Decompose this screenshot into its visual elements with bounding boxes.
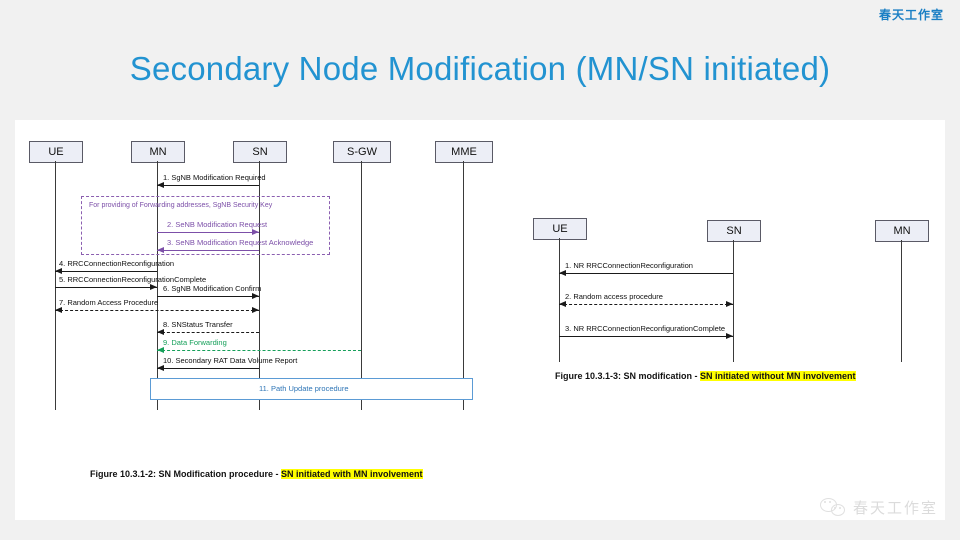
message-line-9 [157,350,361,351]
content-panel: UE MN SN S-GW MME 1. SgNB Modification R… [15,120,945,520]
note-box-forwarding [81,196,330,255]
message-label-6: 6. SgNB Modification Confirm [163,284,262,293]
watermark-top: 春天工作室 [878,8,944,22]
page-title: Secondary Node Modification (MN/SN initi… [129,50,831,87]
lifeline-mn [157,161,158,410]
right-node-box-sn: SN [707,220,761,242]
node-box-sgw: S-GW [333,141,391,163]
procedure-label-path-update: 11. Path Update procedure [259,384,349,393]
arrowhead-9 [157,346,164,353]
right-figure-caption: Figure 10.3.1-3: SN modification - SN in… [555,371,856,381]
arrowhead-7-right [252,306,259,313]
right-message-line-1 [559,273,733,274]
right-arrowhead-1 [559,269,566,276]
message-label-1: 1. SgNB Modification Required [163,173,266,182]
arrowhead-10 [157,364,164,371]
message-label-8: 8. SNStatus Transfer [163,320,233,329]
note-label-forwarding: For providing of Forwarding addresses, S… [89,202,273,209]
arrowhead-2 [252,228,259,235]
watermark-bottom-text: 春天工作室 [852,500,938,517]
message-line-1 [157,185,259,186]
message-label-7: 7. Random Access Procedure [59,298,159,307]
arrowhead-7-left [55,306,62,313]
right-message-line-2 [559,304,733,305]
arrowhead-8 [157,328,164,335]
right-lifeline-mn [901,240,902,362]
message-label-10: 10. Secondary RAT Data Volume Report [163,356,298,365]
message-label-2: 2. SeNB Modification Request [167,220,268,229]
left-caption-prefix: Figure 10.3.1-2: SN Modification procedu… [90,469,282,479]
right-lifeline-ue [559,238,560,362]
node-box-mn: MN [131,141,185,163]
message-line-5 [55,287,157,288]
message-label-9: 9. Data Forwarding [163,338,227,347]
message-line-3 [157,250,259,251]
right-arrowhead-3 [726,332,733,339]
node-box-sn: SN [233,141,287,163]
right-message-label-2: 2. Random access procedure [565,292,663,301]
watermark-bottom: 春天工作室 [819,497,938,518]
wechat-icon [819,497,846,518]
arrowhead-4 [55,267,62,274]
right-message-label-1: 1. NR RRCConnectionReconfiguration [565,261,693,270]
right-node-box-mn: MN [875,220,929,242]
arrowhead-5 [150,283,157,290]
lifeline-sn [259,161,260,410]
arrowhead-3 [157,246,164,253]
node-box-mme: MME [435,141,493,163]
message-line-8 [157,332,259,333]
arrowhead-1 [157,181,164,188]
right-node-box-ue: UE [533,218,587,240]
message-label-5: 5. RRCConnectionReconfigurationComplete [59,275,207,284]
message-label-3: 3. SeNB Modification Request Acknowledge [167,238,314,247]
message-line-7 [55,310,259,311]
right-caption-prefix: Figure 10.3.1-3: SN modification - [555,371,701,381]
message-line-2 [157,232,259,233]
lifeline-ue [55,161,56,410]
lifeline-sgw [361,161,362,410]
message-line-6 [157,296,259,297]
left-caption-highlight: SN initiated with MN involvement [281,469,423,479]
right-arrowhead-2-right [726,300,733,307]
right-message-line-3 [559,336,733,337]
message-label-4: 4. RRCConnectionReconfiguration [59,259,175,268]
procedure-box-path-update [150,378,473,400]
left-figure-caption: Figure 10.3.1-2: SN Modification procedu… [90,469,423,479]
lifeline-mme [463,161,464,410]
right-arrowhead-2-left [559,300,566,307]
node-box-ue: UE [29,141,83,163]
right-message-label-3: 3. NR RRCConnectionReconfigurationComple… [565,324,726,333]
message-line-10 [157,368,259,369]
message-line-4 [55,271,157,272]
right-lifeline-sn [733,240,734,362]
arrowhead-6 [252,292,259,299]
right-caption-highlight: SN initiated without MN involvement [700,371,856,381]
